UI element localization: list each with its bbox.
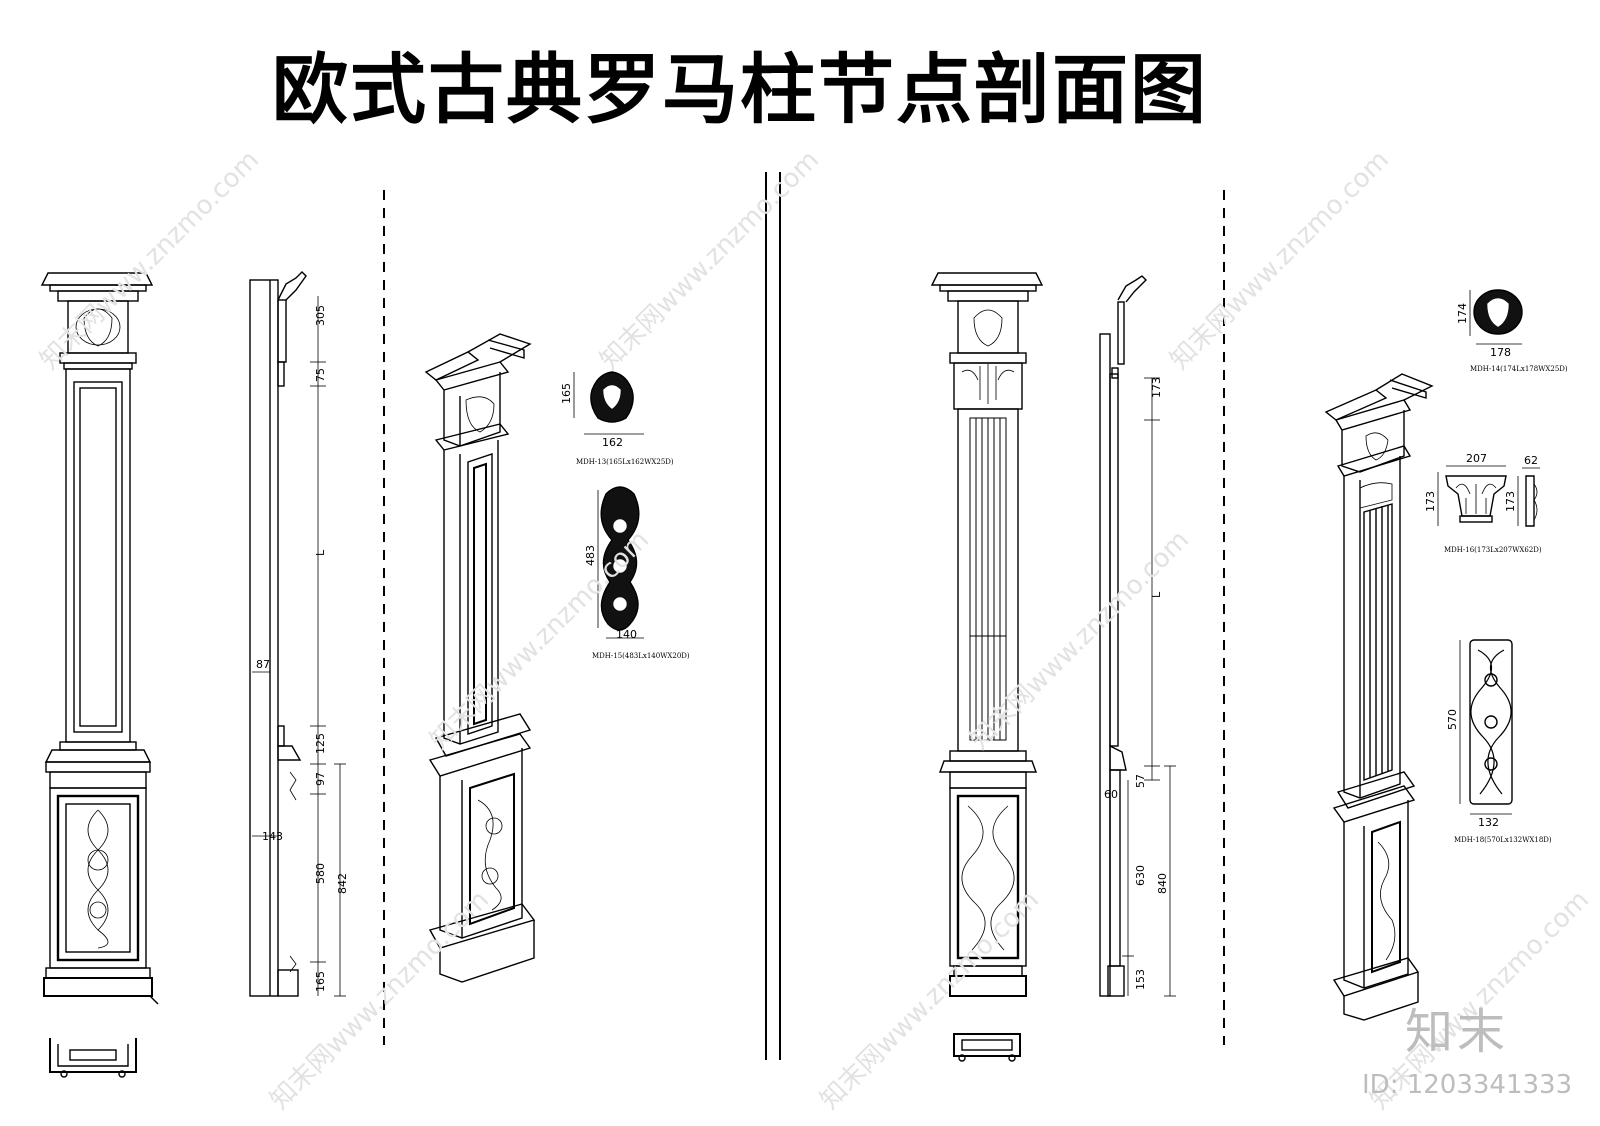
dim-left-143: 143 bbox=[262, 830, 283, 843]
dim-left-305: 305 bbox=[314, 305, 327, 326]
dim-right-173: 173 bbox=[1150, 377, 1163, 398]
ornament-mdh-18 bbox=[1459, 639, 1513, 815]
dim-right-length: L bbox=[1150, 591, 1163, 598]
page-title: 欧式古典罗马柱节点剖面图 bbox=[272, 45, 1208, 134]
mdh13-width: 162 bbox=[602, 436, 623, 449]
mdh15-height: 483 bbox=[584, 545, 597, 566]
mdh16-depth: 62 bbox=[1524, 454, 1538, 467]
mdh16-width: 207 bbox=[1466, 452, 1487, 465]
left-plan-view bbox=[49, 1038, 137, 1078]
dim-left-87: 87 bbox=[256, 658, 270, 671]
ornament-mdh-15 bbox=[597, 486, 644, 639]
mdh18-width: 132 bbox=[1478, 816, 1499, 829]
left-column-isometric bbox=[424, 333, 536, 983]
center-divider bbox=[765, 172, 781, 1060]
right-column-isometric bbox=[1324, 373, 1434, 1021]
image-id-watermark: ID: 1203341333 bbox=[1362, 1070, 1573, 1100]
mdh18-height: 570 bbox=[1446, 709, 1459, 730]
mdh14-caption: MDH-14(174Lx178WX25D) bbox=[1470, 365, 1568, 373]
dim-left-length: L bbox=[314, 549, 327, 556]
mdh13-caption: MDH-13(165Lx162WX25D) bbox=[576, 458, 674, 466]
dim-left-125: 125 bbox=[314, 733, 327, 754]
dim-right-153: 153 bbox=[1134, 969, 1147, 990]
dim-left-842: 842 bbox=[336, 873, 349, 894]
dim-left-165: 165 bbox=[314, 971, 327, 992]
left-side-section bbox=[249, 271, 346, 997]
mdh13-height: 165 bbox=[560, 383, 573, 404]
dim-right-57: 57 bbox=[1134, 774, 1147, 788]
dim-left-97: 97 bbox=[314, 772, 327, 786]
ornament-mdh-16 bbox=[1437, 465, 1540, 527]
left-column-elevation bbox=[40, 272, 159, 1005]
dim-right-60: 60 bbox=[1104, 788, 1118, 801]
mdh14-width: 178 bbox=[1490, 346, 1511, 359]
dim-right-630: 630 bbox=[1134, 865, 1147, 886]
mdh15-caption: MDH-15(483Lx140WX20D) bbox=[592, 652, 690, 660]
mdh16-height-side: 173 bbox=[1504, 491, 1517, 512]
right-side-section bbox=[1099, 275, 1176, 997]
dim-left-75: 75 bbox=[314, 368, 327, 382]
brand-watermark: 知末 bbox=[1405, 1004, 1510, 1060]
mdh16-height: 173 bbox=[1424, 491, 1437, 512]
dim-left-580: 580 bbox=[314, 863, 327, 884]
dim-right-840: 840 bbox=[1156, 873, 1169, 894]
mdh16-caption: MDH-16(173Lx207WX62D) bbox=[1444, 546, 1542, 554]
right-column-elevation bbox=[930, 272, 1044, 997]
right-plan-view bbox=[953, 1033, 1021, 1062]
ornament-mdh-13 bbox=[573, 371, 644, 435]
mdh15-width: 140 bbox=[616, 628, 637, 641]
mdh14-height: 174 bbox=[1456, 303, 1469, 324]
ornament-mdh-14 bbox=[1469, 289, 1523, 345]
mdh18-caption: MDH-18(570Lx132WX18D) bbox=[1454, 836, 1552, 844]
